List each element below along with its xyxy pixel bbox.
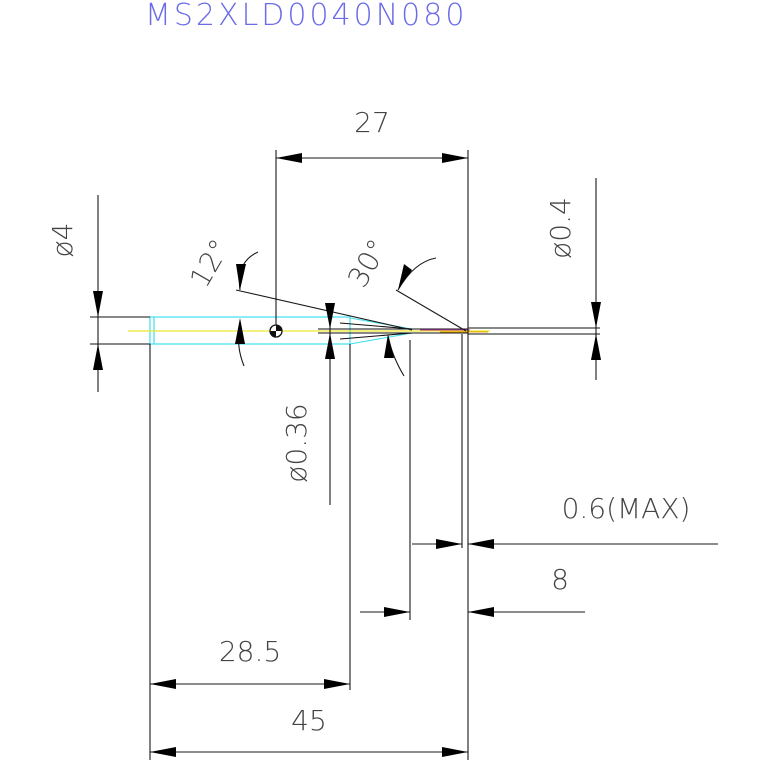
center-mark-icon xyxy=(269,324,283,338)
dimension-8: 8 xyxy=(360,563,585,617)
dim-label-dia-0-36: ø0.36 xyxy=(280,403,313,482)
dim-label-45: 45 xyxy=(291,704,327,737)
dimension-0-6-max: 0.6(MAX) xyxy=(412,492,718,549)
dimension-dia-4: ø4 xyxy=(46,223,103,370)
extension-lines xyxy=(97,150,597,760)
taper-top-black xyxy=(339,322,413,330)
angle-12: 12° xyxy=(183,234,259,367)
dimension-dia-0-4: ø0.4 xyxy=(544,197,601,360)
dim-label-0-6-max: 0.6(MAX) xyxy=(562,492,691,525)
dim-label-dia-0-4: ø0.4 xyxy=(544,197,577,259)
dimension-45: 45 xyxy=(150,704,468,757)
part-code: MS2XLD0040N080 xyxy=(145,0,467,33)
dimension-27: 27 xyxy=(276,106,468,163)
angle-label-12: 12° xyxy=(183,234,236,293)
tool-body xyxy=(90,316,600,345)
taper-bottom-black xyxy=(339,332,413,340)
dim-label-27: 27 xyxy=(354,106,390,139)
taper-bottom xyxy=(349,332,413,345)
dimension-28-5: 28.5 xyxy=(150,635,350,689)
dim-label-8: 8 xyxy=(551,563,569,596)
dimension-dia-0-36: ø0.36 xyxy=(280,303,335,483)
dim-label-28-5: 28.5 xyxy=(219,635,281,668)
dim-label-dia-4: ø4 xyxy=(46,223,79,258)
angle-label-30: 30° xyxy=(341,234,394,293)
